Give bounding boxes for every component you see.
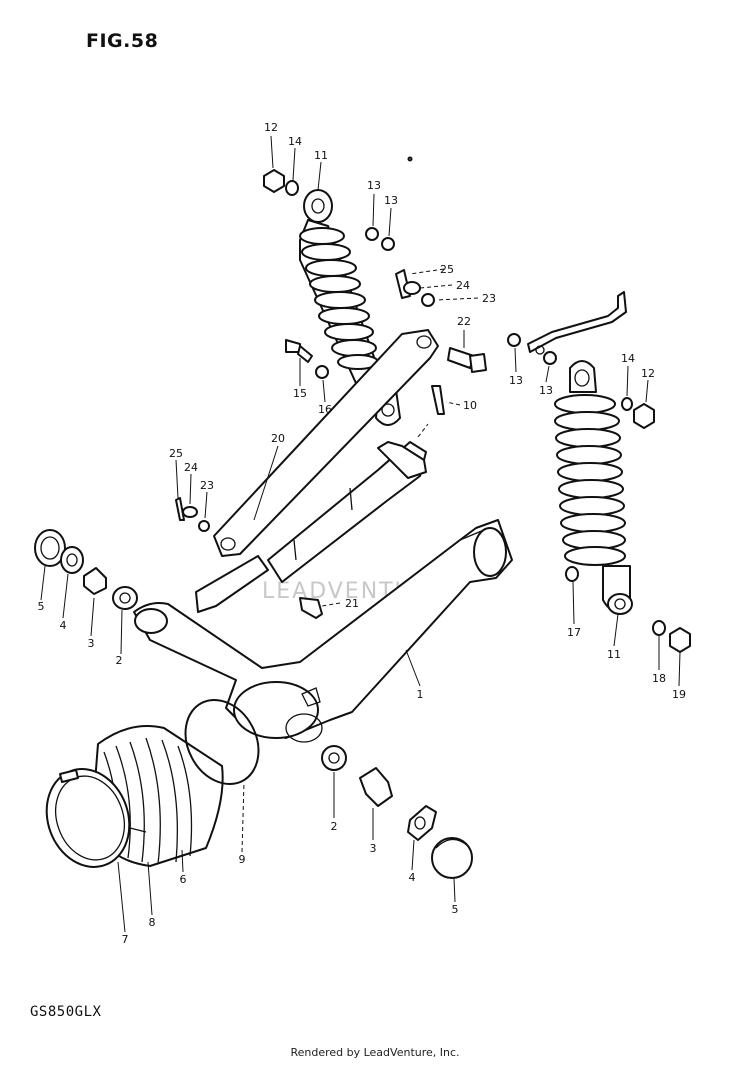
callout-11: 11 [607,648,621,661]
leader-lines [40,135,681,933]
callout-25: 25 [169,447,183,460]
callout-4: 4 [60,619,67,632]
callout-12: 12 [264,121,278,134]
right-shock-absorber [554,360,633,615]
callout-14: 14 [288,135,302,148]
callout-13: 13 [384,194,398,207]
callout-20: 20 [271,432,285,445]
callout-16: 16 [318,403,332,416]
callout-5: 5 [38,600,45,613]
swingarm [133,519,513,743]
figure-title: FIG.58 [86,30,159,52]
callout-13: 13 [367,179,381,192]
callout-6: 6 [180,873,187,886]
callout-10: 10 [463,399,477,412]
callout-18: 18 [652,672,666,685]
bracket-hole [535,345,545,355]
footer-credit: Rendered by LeadVenture, Inc. [290,1046,460,1059]
callout-24: 24 [184,461,198,474]
boot-clamp-ring [184,698,260,786]
callout-17: 17 [567,626,581,639]
callout-labels: 1 2 2 3 3 4 4 5 5 6 7 8 9 10 11 11 12 12… [38,121,687,946]
callout-14: 14 [621,352,635,365]
callout-24: 24 [456,279,470,292]
center-brace [267,441,427,583]
callout-4: 4 [409,871,416,884]
callout-2: 2 [331,820,338,833]
callout-21: 21 [345,597,359,610]
left-pivot-hardware [34,529,138,610]
callout-13: 13 [509,374,523,387]
right-pivot-hardware [321,745,473,879]
callout-7: 7 [122,933,129,946]
small-hardware [175,156,691,653]
callout-15: 15 [293,387,307,400]
callout-23: 23 [482,292,496,305]
callout-12: 12 [641,367,655,380]
callout-19: 19 [672,688,686,701]
model-code: GS850GLX [30,1004,102,1020]
clamp-tab [59,769,79,783]
torque-arm [213,329,439,557]
left-shock-absorber [299,189,401,426]
callout-9: 9 [239,853,246,866]
callout-13: 13 [539,384,553,397]
upper-bracket-rod [527,291,627,353]
callout-5: 5 [452,903,459,916]
right-shock-spring [554,394,626,566]
callout-11: 11 [314,149,328,162]
callout-23: 23 [200,479,214,492]
callout-25: 25 [440,263,454,276]
callout-2: 2 [116,654,123,667]
callout-8: 8 [149,916,156,929]
callout-1: 1 [417,688,424,701]
callout-22: 22 [457,315,471,328]
left-shock-spring [299,227,379,370]
callout-3: 3 [88,637,95,650]
callout-3: 3 [370,842,377,855]
pivot-mount-plate [195,555,269,613]
